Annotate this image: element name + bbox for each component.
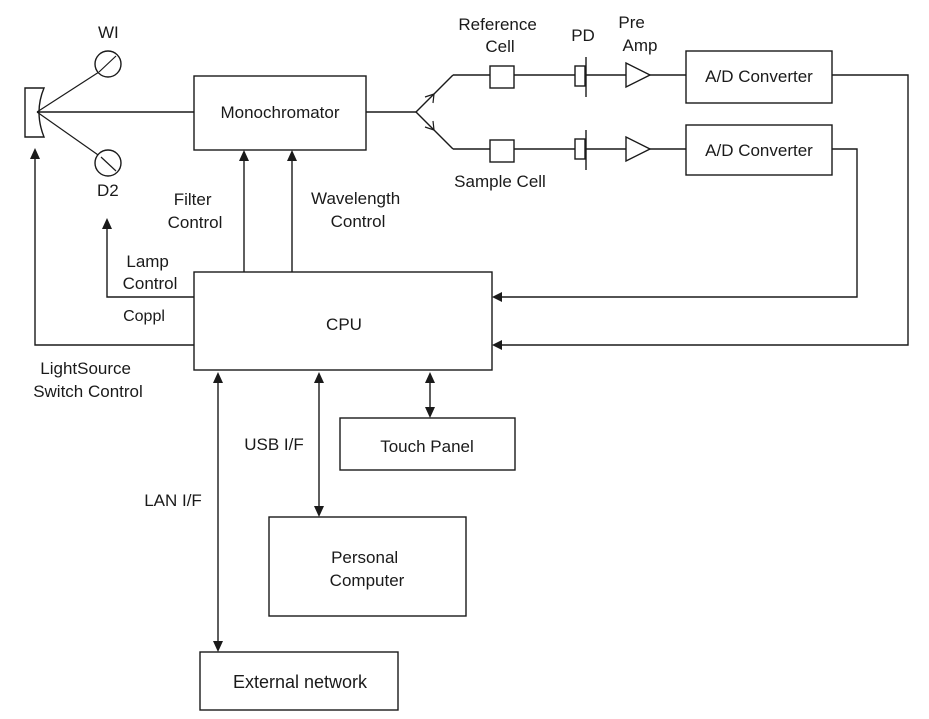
lamp-control-garbled-label: Coppl [123, 308, 165, 325]
pd-top-icon [574, 57, 587, 97]
ad-converter-top: A/D Converter [685, 50, 833, 104]
personal-computer-block: Personal Computer [268, 516, 467, 617]
ad-top-to-cpu-line [500, 74, 909, 346]
reference-cell-icon [489, 65, 515, 89]
external-network-block: External network [199, 651, 399, 711]
light-source-switch-line [34, 158, 194, 346]
external-network-label: External network [233, 672, 368, 692]
ad-bottom-to-cpu-line [500, 148, 858, 298]
reference-cell-label: Reference Cell [458, 15, 541, 56]
switch-mirror-icon [24, 87, 46, 138]
ad-converter-bottom-label: A/D Converter [705, 141, 813, 160]
d2-label: D2 [97, 181, 119, 200]
monochromator-block: Monochromator [193, 75, 367, 151]
monochromator-label: Monochromator [220, 103, 339, 122]
cpu-label: CPU [326, 315, 362, 334]
cpu-block: CPU [193, 271, 493, 371]
light-source-switch-label: LightSource Switch Control [33, 359, 143, 401]
preamp-bottom-icon [625, 135, 652, 163]
beam-splitter [366, 74, 689, 150]
lan-if-label: LAN I/F [144, 491, 202, 510]
sample-cell-icon [489, 139, 515, 163]
touch-panel-block: Touch Panel [339, 417, 516, 471]
filter-control-label: Filter Control [168, 190, 223, 232]
ad-converter-top-label: A/D Converter [705, 67, 813, 86]
personal-computer-label: Personal Computer [330, 548, 405, 590]
pre-amp-label: Pre Amp [618, 13, 657, 55]
wi-label: WI [98, 23, 119, 42]
pd-label: PD [571, 26, 595, 45]
usb-if-label: USB I/F [244, 435, 304, 454]
wavelength-control-label: Wavelength Control [311, 189, 405, 231]
preamp-top-icon [625, 61, 652, 89]
sample-cell-label: Sample Cell [454, 172, 546, 191]
lamp-control-line [106, 228, 194, 298]
touch-panel-label: Touch Panel [380, 437, 474, 456]
light-source-assembly: WI D2 [24, 23, 122, 200]
ad-converter-bottom: A/D Converter [685, 124, 833, 176]
pd-bottom-icon [574, 130, 587, 170]
lamp-control-label: Lamp Control [123, 252, 178, 293]
